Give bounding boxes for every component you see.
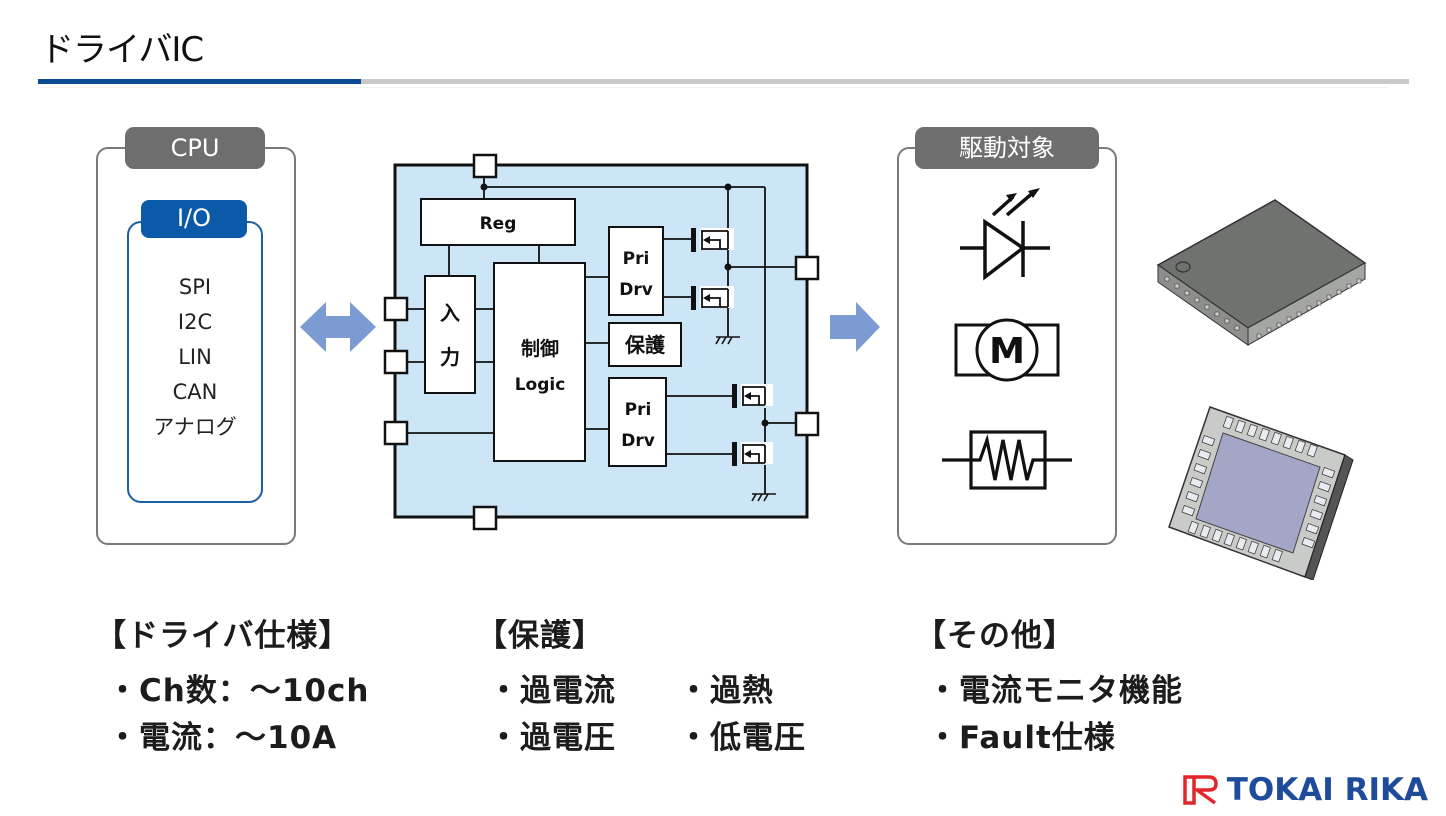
- ic-package-bottom-view-image: [1168, 406, 1354, 580]
- interface-item: I2C: [177, 310, 213, 334]
- motor-symbol-icon: M: [954, 318, 1060, 382]
- bidirectional-arrow-icon: [300, 302, 376, 352]
- pin-input-1: [383, 296, 409, 322]
- mosfet-high-side-1-icon: [691, 228, 734, 252]
- io-panel: [127, 221, 263, 503]
- interface-item: SPI: [178, 275, 212, 299]
- interface-item: CAN: [172, 380, 218, 404]
- cpu-tag: CPU: [125, 127, 265, 169]
- brand-logo: TOKAI RIKA: [1182, 772, 1428, 808]
- protection-item: ・低電圧: [678, 720, 806, 756]
- protection-item: ・過電流: [488, 673, 616, 709]
- interface-list: SPI I2C LIN CAN アナログ: [127, 270, 263, 445]
- input-label-1: 入: [440, 301, 460, 325]
- pin-output-2: [794, 411, 820, 437]
- forward-arrow-icon: [830, 302, 880, 352]
- protection-item: ・過電圧: [488, 720, 616, 756]
- logic-label-2: Logic: [515, 375, 566, 395]
- other-item: ・Fault仕様: [927, 720, 1116, 756]
- driver-ic-block-diagram: Reg 入 力 制御 Logic Pri Drv 保護 Pri Drv: [383, 153, 820, 531]
- other-item: ・電流モニタ機能: [927, 673, 1183, 709]
- driver-spec-item: ・電流：～10A: [107, 720, 338, 756]
- reg-block: [420, 198, 576, 246]
- page-title: ドライバIC: [40, 30, 204, 70]
- title-underline: [361, 79, 1409, 84]
- motor-label: M: [989, 331, 1025, 372]
- pin-top: [472, 153, 498, 179]
- pin-output-1: [794, 255, 820, 281]
- bottom-pads: [1181, 415, 1336, 563]
- input-label-2: 力: [440, 345, 460, 369]
- pin-input-3: [383, 420, 409, 446]
- other-spec-section: 【その他】 ・電流モニタ機能 ・Fault仕様: [915, 610, 1183, 757]
- input-block: [424, 275, 476, 394]
- mosfet-low-side-1-icon: [691, 286, 734, 310]
- mosfet-high-side-2-icon: [732, 384, 773, 408]
- brand-name: TOKAI RIKA: [1226, 772, 1428, 808]
- predriver-bottom-label-1: Pri: [625, 400, 652, 420]
- pin-bottom: [472, 505, 498, 531]
- mosfet-low-side-2-icon: [732, 442, 773, 466]
- predriver-top-label-1: Pri: [623, 249, 650, 269]
- reg-label: Reg: [480, 214, 517, 234]
- pin-input-2: [383, 349, 409, 375]
- driver-spec-heading: 【ドライバ仕様】: [95, 618, 351, 654]
- title-underline-accent: [38, 79, 361, 84]
- protection-spec-section: 【保護】 ・過電流 ・過熱 ・過電圧 ・低電圧: [476, 610, 858, 757]
- predriver-bottom-label-2: Drv: [621, 431, 655, 451]
- protection-block: [608, 322, 682, 367]
- logic-block: [493, 262, 586, 462]
- ground-symbol-2-icon: [751, 493, 776, 502]
- predriver-top-label-2: Drv: [619, 280, 653, 300]
- predriver-bottom-block: [608, 377, 667, 467]
- protection-item: ・過熱: [678, 673, 774, 709]
- led-symbol-icon: [960, 188, 1050, 281]
- driver-spec-item: ・Ch数：～10ch: [107, 673, 370, 709]
- brand-mark-icon: [1182, 775, 1218, 805]
- interface-item: アナログ: [153, 415, 237, 439]
- ground-symbol-1-icon: [715, 336, 740, 345]
- other-heading: 【その他】: [915, 618, 1075, 654]
- driver-spec-section: 【ドライバ仕様】 ・Ch数：～10ch ・電流：～10A: [95, 610, 369, 757]
- ic-pins: [383, 153, 820, 531]
- heater-resistor-symbol-icon: [942, 430, 1072, 490]
- ic-package-top-view-image: [1156, 199, 1367, 346]
- predriver-top-block: [608, 226, 664, 316]
- title-underline-shadow: [38, 87, 1388, 88]
- io-tag: I/O: [141, 200, 247, 238]
- interface-item: LIN: [178, 345, 212, 369]
- protection-heading: 【保護】: [476, 618, 604, 654]
- targets-tag: 駆動対象: [915, 127, 1099, 169]
- protection-label: 保護: [624, 333, 666, 357]
- logic-label-1: 制御: [521, 337, 559, 360]
